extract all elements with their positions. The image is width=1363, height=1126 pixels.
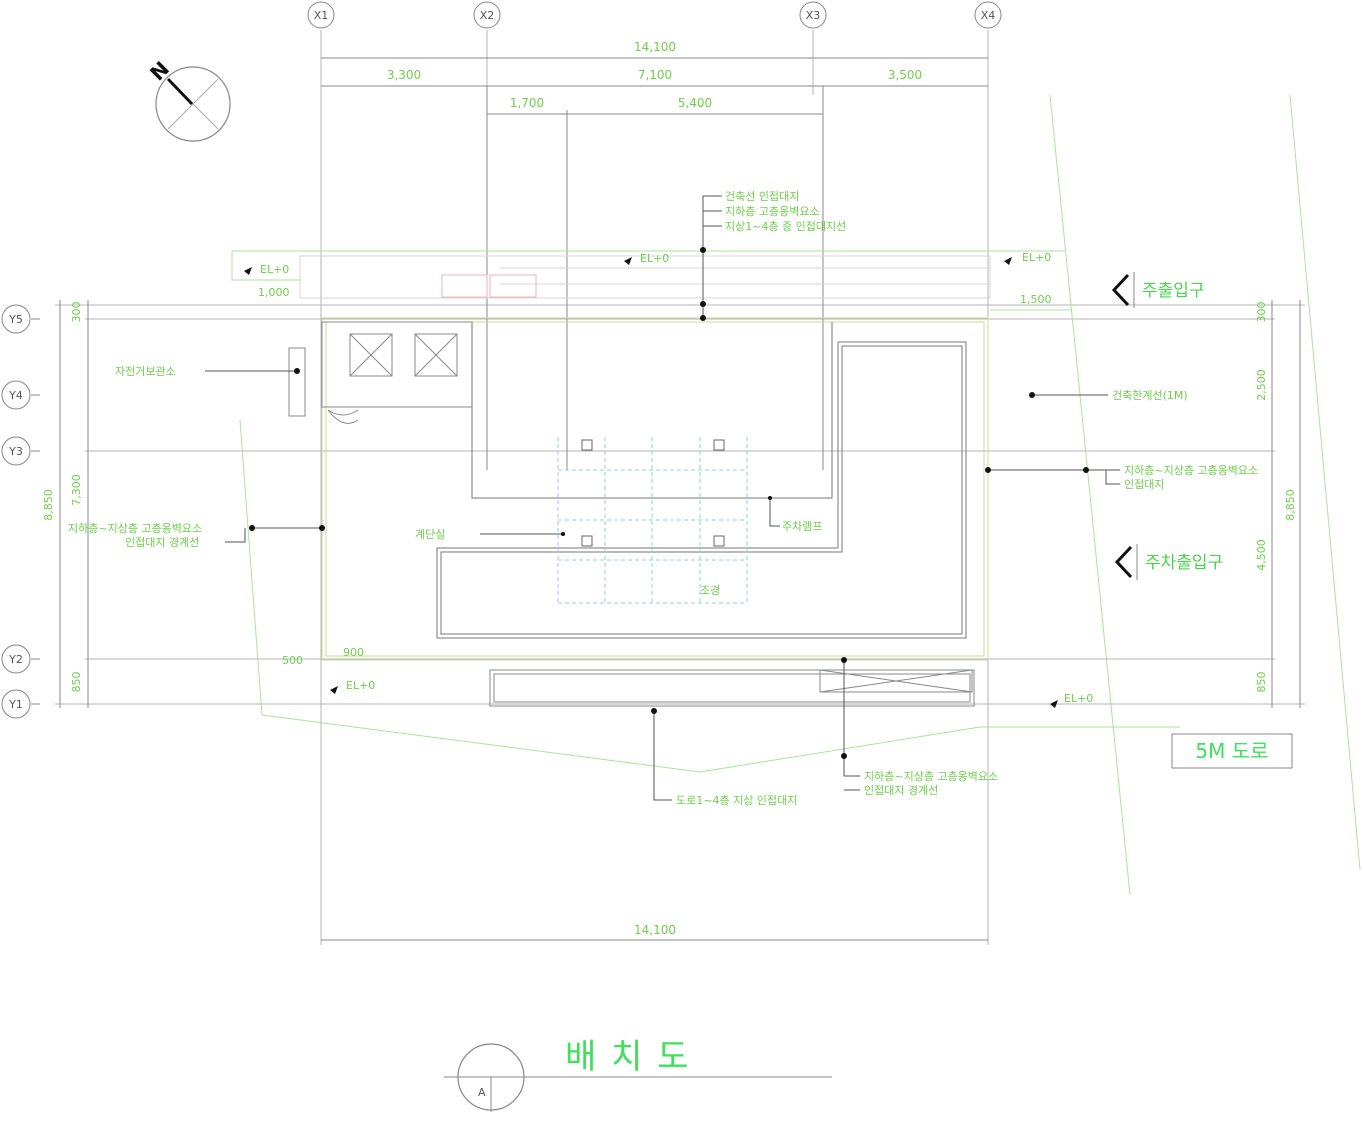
svg-text:Y1: Y1 xyxy=(8,698,23,711)
dim-left-top: 300 xyxy=(70,302,83,323)
note-center-lab: 조경 xyxy=(700,584,720,597)
svg-text:Y4: Y4 xyxy=(8,389,23,402)
drawing-title: 배 치 도 xyxy=(565,1037,690,1077)
title-key: A xyxy=(478,1086,486,1099)
dim-bottom-total: 14,100 xyxy=(634,923,676,937)
parking-entrance-label: 주차출입구 xyxy=(1145,553,1223,573)
road-label: 5M 도로 xyxy=(1195,739,1268,763)
building-footprint xyxy=(321,317,989,661)
note-bottom2: 지하층~지상층 고층옹벽요소 xyxy=(864,769,998,783)
left-upper-room xyxy=(321,321,473,424)
top-canopy-strip xyxy=(299,255,991,299)
dim-top-total: 14,100 xyxy=(634,40,676,54)
note-top3: 지상1~4층 증 인접대지선 xyxy=(725,220,846,233)
note-right2: 지하층~지상층 고층옹벽요소 xyxy=(1124,463,1258,477)
dim-small-500: 500 xyxy=(282,654,303,667)
dim-tl-a: 1,000 xyxy=(258,286,290,299)
grid-bubble-y5: Y5 xyxy=(1,304,40,334)
svg-text:Y2: Y2 xyxy=(8,653,23,666)
elevation-markers xyxy=(244,257,1058,708)
bicycle-storage-box xyxy=(288,347,306,417)
dim-left-total: 8,850 xyxy=(42,489,55,521)
note-leader-dots xyxy=(249,247,1089,759)
grid-bubble-y1: Y1 xyxy=(1,689,40,719)
dim-left-bot: 850 xyxy=(70,672,83,693)
north-arrow-icon: N xyxy=(145,57,231,142)
grid-bubble-x4: X4 xyxy=(974,1,1002,29)
dim-top-seg2: 7,100 xyxy=(638,68,672,82)
drawing-title-block: A 배 치 도 xyxy=(444,1037,832,1112)
grid-bubble-y3: Y3 xyxy=(1,436,40,466)
dim-right-a: 2,500 xyxy=(1255,369,1268,401)
dim-inner1: 1,700 xyxy=(510,96,544,110)
dim-top-seg3: 3,500 xyxy=(888,68,922,82)
bottom-planter xyxy=(489,669,975,707)
landscape-grid xyxy=(557,437,748,604)
dim-tl-b: EL+0 xyxy=(260,263,289,276)
dim-right-b: 4,500 xyxy=(1255,539,1268,571)
svg-text:X4: X4 xyxy=(981,9,996,22)
grid-bubble-y4: Y4 xyxy=(1,380,40,410)
road-label-box: 5M 도로 xyxy=(1171,733,1293,769)
site-boundary-lines xyxy=(231,94,1361,896)
note-left2: 지하층~지상층 고층옹벽요소 xyxy=(68,521,202,535)
svg-text:Y3: Y3 xyxy=(8,445,23,458)
central-void xyxy=(436,322,967,639)
grid-bubble-y2: Y2 xyxy=(1,644,40,674)
note-center-stair: 계단실 xyxy=(415,528,445,541)
dim-right-top: 300 xyxy=(1255,302,1268,323)
note-bottom3: 인접대지 경계선 xyxy=(864,784,938,797)
grid-lines-y xyxy=(55,304,1305,705)
svg-text:X3: X3 xyxy=(806,9,821,22)
note-left1: 자전거보관소 xyxy=(115,365,176,378)
note-left3: 인접대지 경계선 xyxy=(125,536,199,549)
dim-right-total: 8,850 xyxy=(1284,489,1297,521)
dim-left-br-elev: EL+0 xyxy=(346,679,375,692)
note-center-void: 주차램프 xyxy=(782,520,822,533)
parking-entrance-marker: 주차출입구 xyxy=(1114,544,1223,580)
svg-text:X1: X1 xyxy=(314,9,329,22)
svg-text:X2: X2 xyxy=(480,9,495,22)
svg-text:Y5: Y5 xyxy=(8,313,23,326)
note-top1: 건축선 인접대지 xyxy=(725,190,799,203)
note-right3: 인접대지 xyxy=(1124,478,1164,491)
dim-right-small: 1,500 xyxy=(1020,293,1052,306)
grid-bubble-x2: X2 xyxy=(473,1,501,29)
dim-right-bot: 850 xyxy=(1255,672,1268,693)
left-dimension-lines xyxy=(59,300,89,708)
grid-bubble-x1: X1 xyxy=(307,1,335,29)
note-right1: 건축한계선(1M) xyxy=(1112,389,1188,402)
landscape-markers xyxy=(581,439,725,547)
main-entrance-label: 주출입구 xyxy=(1142,281,1205,301)
grid-bubble-x3: X3 xyxy=(799,1,827,29)
dim-left-mid: 7,300 xyxy=(70,474,83,506)
top-strip-boxes xyxy=(441,274,537,298)
grid-lines-x xyxy=(320,30,989,945)
note-bottom1: 도로1~4층 지상 인접대지 xyxy=(676,794,797,807)
dim-small-900: 900 xyxy=(343,646,364,659)
dim-road-elev: EL+0 xyxy=(1064,692,1093,705)
dim-top-elev: EL+0 xyxy=(640,252,669,265)
note-top2: 지하층 고층옹벽요소 xyxy=(725,204,820,218)
main-entrance-marker: 주출입구 xyxy=(1111,272,1205,308)
dim-top-seg1: 3,300 xyxy=(387,68,421,82)
note-leaders xyxy=(205,195,1120,801)
right-dimension-lines xyxy=(1271,300,1301,708)
dim-inner2: 5,400 xyxy=(678,96,712,110)
dim-right-el: EL+0 xyxy=(1022,251,1051,264)
